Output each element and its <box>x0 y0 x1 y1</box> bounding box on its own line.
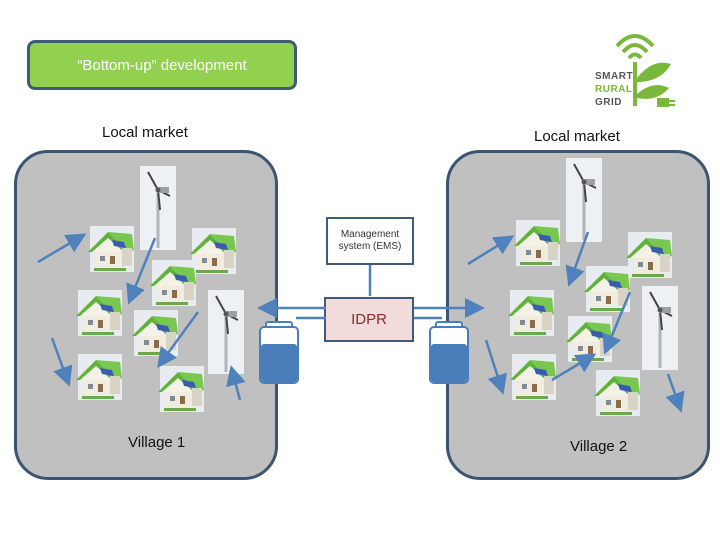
flow-arrow <box>50 337 73 387</box>
title-box: “Bottom-up” development <box>27 40 297 90</box>
ems-box: Management system (EMS) <box>326 217 414 265</box>
logo-graphic <box>615 34 675 107</box>
house-icon <box>510 354 556 400</box>
ems-line-1: Management <box>340 228 400 240</box>
house-icon <box>76 354 122 400</box>
logo-text-smart: SMART <box>595 71 634 82</box>
flow-arrow <box>565 231 590 287</box>
wind-turbine-icon <box>564 156 604 244</box>
battery-icon-village-1 <box>259 321 299 384</box>
idpr-box: IDPR <box>324 297 414 342</box>
idpr-label: IDPR <box>351 311 387 328</box>
logo-text-grid: GRID <box>595 97 622 108</box>
flow-arrow <box>37 233 87 264</box>
wind-turbine-icon <box>206 288 246 376</box>
house-icon <box>594 370 640 416</box>
flow-arrow <box>226 365 246 401</box>
flow-arrow <box>126 237 157 305</box>
house-icon <box>190 228 236 274</box>
house-icon <box>584 266 630 312</box>
flow-arrow <box>467 235 515 266</box>
house-icon <box>158 366 204 412</box>
flow-arrow <box>602 291 632 355</box>
wind-turbine-icon <box>640 284 680 372</box>
house-icon <box>76 290 122 336</box>
village-2-label: Village 2 <box>570 438 628 455</box>
flow-arrow <box>551 353 597 382</box>
house-icon <box>626 232 672 278</box>
local-market-label-2: Local market <box>534 128 620 145</box>
battery-icon-village-2 <box>429 321 469 384</box>
logo-text-rural: RURAL <box>595 84 633 95</box>
flow-arrow <box>665 373 685 413</box>
village-1-label: Village 1 <box>128 434 186 451</box>
house-icon <box>514 220 560 266</box>
house-icon <box>88 226 134 272</box>
local-market-label-1: Local market <box>102 124 188 141</box>
flow-arrow <box>157 311 200 369</box>
smart-rural-grid-logo: SMART RURAL GRID <box>595 18 685 113</box>
house-icon <box>150 260 196 306</box>
ems-line-2: system (EMS) <box>338 241 402 252</box>
wind-turbine-icon <box>138 164 178 252</box>
house-icon <box>566 316 612 362</box>
title-text: “Bottom-up” development <box>77 56 247 74</box>
house-icon <box>508 290 554 336</box>
flow-arrow <box>484 339 507 395</box>
